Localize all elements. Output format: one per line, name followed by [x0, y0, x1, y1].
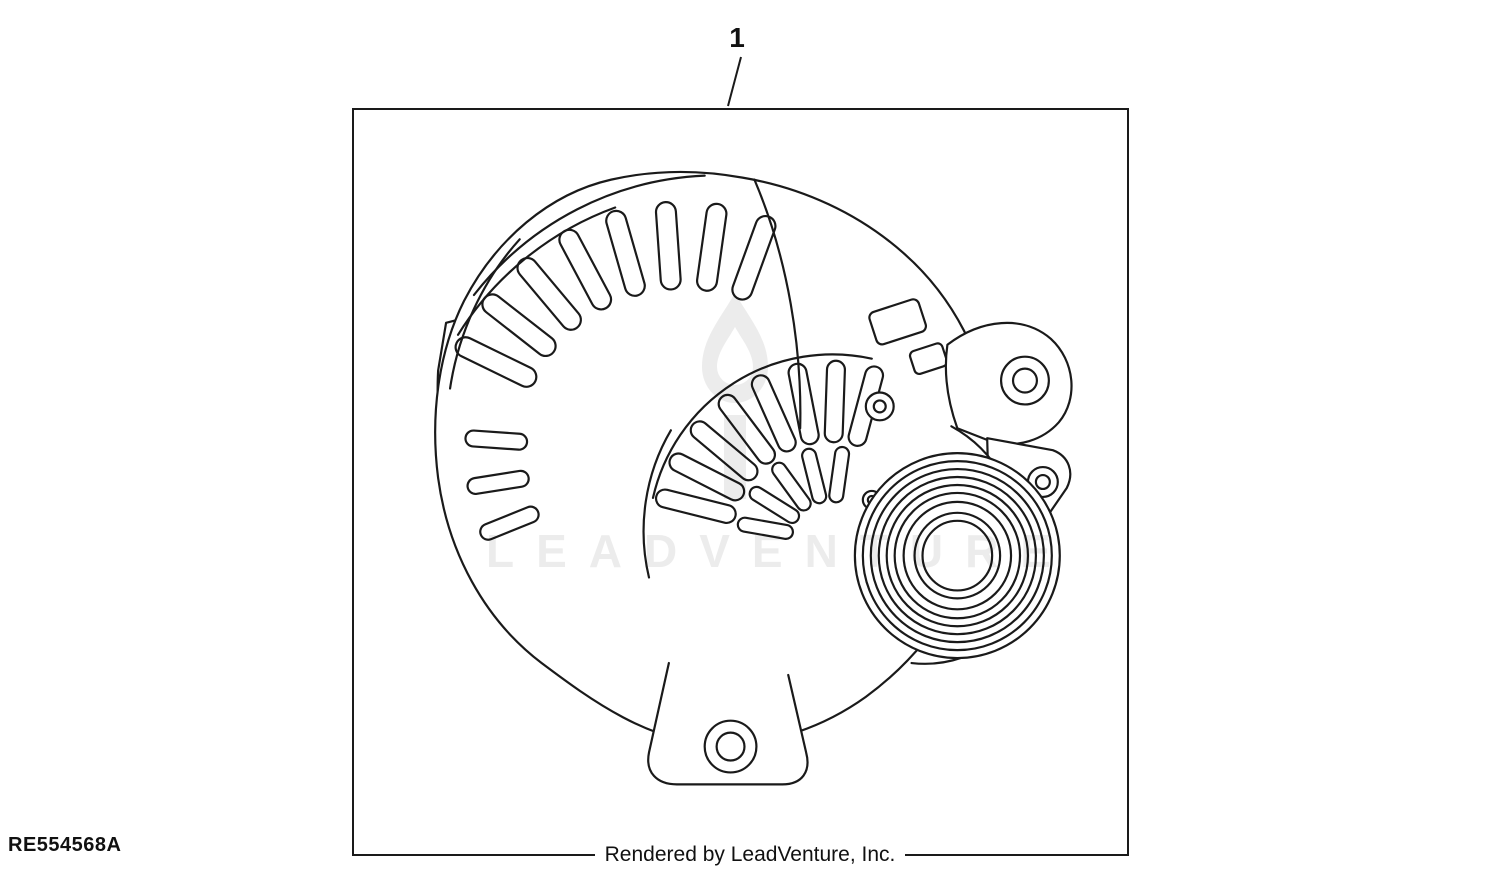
alternator-body [434, 170, 996, 746]
vent-slots-rear [454, 201, 777, 541]
pulley [853, 452, 1061, 660]
alternator-illustration[interactable] [354, 110, 1127, 854]
footer-credit-text: Rendered by LeadVenture, Inc. [594, 843, 906, 866]
callout-number[interactable]: 1 [729, 22, 745, 53]
mounting-ear-top [944, 321, 1073, 446]
mounting-foot [647, 661, 809, 786]
footer-credit: Rendered by LeadVenture, Inc. [0, 843, 1500, 867]
part-code-label: RE554568A [8, 834, 122, 856]
diagram-border-box [352, 108, 1129, 856]
